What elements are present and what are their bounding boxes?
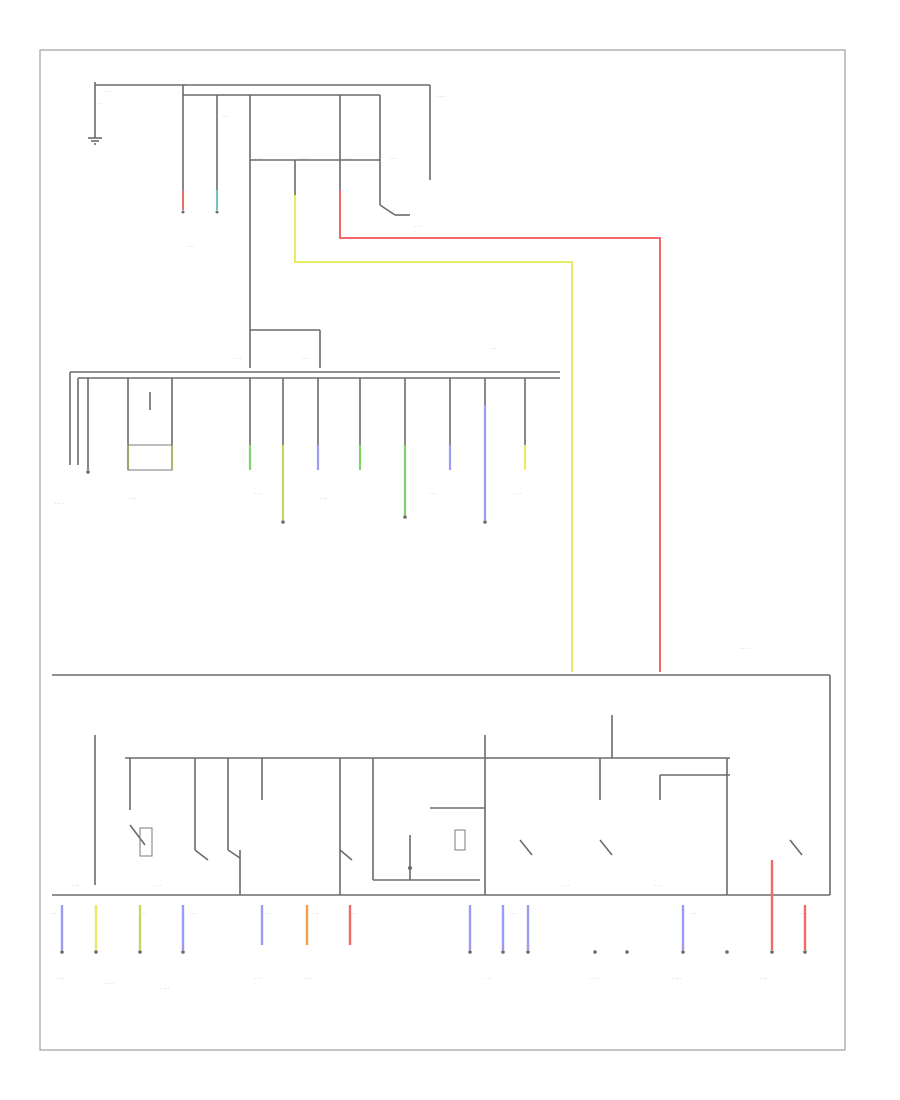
svg-text:· · ·: · · ·	[235, 356, 241, 361]
lower-bus	[94, 715, 730, 895]
svg-text:· · ·: · · ·	[255, 156, 261, 161]
svg-text:· · ·: · · ·	[485, 976, 491, 981]
svg-text:· · ·: · · ·	[305, 976, 311, 981]
svg-text:· · · ·: · · · ·	[105, 981, 114, 986]
svg-text:· · · ·: · · · ·	[58, 976, 67, 981]
middle-bus	[69, 371, 560, 465]
svg-text:· · · ·: · · · ·	[55, 501, 64, 506]
svg-text:· · ·: · · ·	[105, 89, 111, 94]
svg-text:· · ·: · · ·	[312, 911, 318, 916]
svg-text:· · ·: · · ·	[320, 496, 326, 501]
svg-text:· · ·: · · ·	[430, 491, 436, 496]
middle-branches	[87, 378, 526, 470]
lower-colored-wires	[60, 860, 807, 950]
middle-junction: · · · · · · · · · ·	[235, 329, 499, 368]
red-wire-main	[339, 190, 661, 672]
svg-text:· · ·: · · ·	[390, 156, 396, 161]
svg-text:· · ·: · · ·	[188, 244, 194, 249]
battery-feed: · · · · ·	[88, 82, 185, 145]
middle-colored-wires	[126, 405, 527, 520]
lower-grounds	[60, 950, 807, 954]
svg-text:· · ·: · · ·	[140, 911, 146, 916]
svg-text:· · ·: · · ·	[255, 976, 261, 981]
lower-switches	[129, 824, 803, 870]
svg-text:· · ·: · · ·	[265, 911, 271, 916]
svg-text:· · ·: · · ·	[350, 911, 356, 916]
svg-text:· · ·: · · ·	[72, 883, 78, 888]
middle-relay	[127, 444, 173, 471]
component-captions: · · · · · · · · · · · · · · · · · · · · …	[55, 491, 766, 991]
svg-text:· · ·: · · ·	[345, 156, 351, 161]
svg-text:· · ·: · · ·	[510, 911, 516, 916]
top-right-switch: · · ·	[379, 190, 421, 229]
svg-text:· · ·: · · ·	[415, 224, 421, 229]
svg-text:· · · ·: · · · ·	[672, 976, 681, 981]
lower-box	[52, 674, 831, 896]
lower-branches	[129, 758, 728, 895]
middle-grounds	[86, 470, 487, 524]
svg-text:· · ·: · · ·	[800, 911, 806, 916]
diagram-frame	[39, 49, 846, 1051]
svg-text:· · ·: · · ·	[302, 356, 308, 361]
svg-text:· · ·: · · ·	[300, 156, 306, 161]
svg-text:· · · ·: · · · ·	[590, 976, 599, 981]
svg-text:· · ·: · · ·	[130, 496, 136, 501]
svg-text:· · ·: · · ·	[515, 491, 521, 496]
top-bus	[182, 84, 431, 330]
svg-text:· · · ·: · · · ·	[437, 94, 446, 99]
svg-text:· ·: · ·	[98, 101, 102, 106]
top-fuse-labels: · · · · · · · · · · · · · · · · · · ·	[222, 94, 446, 161]
svg-text:· · ·: · · ·	[760, 976, 766, 981]
svg-text:· · ·: · · ·	[50, 911, 56, 916]
svg-text:· · · ·: · · · ·	[160, 986, 169, 991]
yellow-wire-main	[294, 195, 573, 672]
svg-text:· · ·: · · ·	[563, 883, 569, 888]
svg-text:· · ·: · · ·	[255, 491, 261, 496]
top-left-connectors: · · ·	[181, 190, 219, 249]
lower-connector-labels: · · · · · · · · · · · · · · · · · · · · …	[50, 883, 806, 916]
svg-text:· · ·: · · ·	[190, 911, 196, 916]
svg-text:· · ·: · · ·	[155, 883, 161, 888]
svg-text:· · ·: · · ·	[655, 883, 661, 888]
svg-text:· · ·: · · ·	[222, 114, 228, 119]
svg-text:· · ·: · · ·	[690, 911, 696, 916]
svg-text:· · · ·: · · · ·	[490, 346, 499, 351]
svg-text:· · · ·: · · · ·	[740, 646, 749, 651]
